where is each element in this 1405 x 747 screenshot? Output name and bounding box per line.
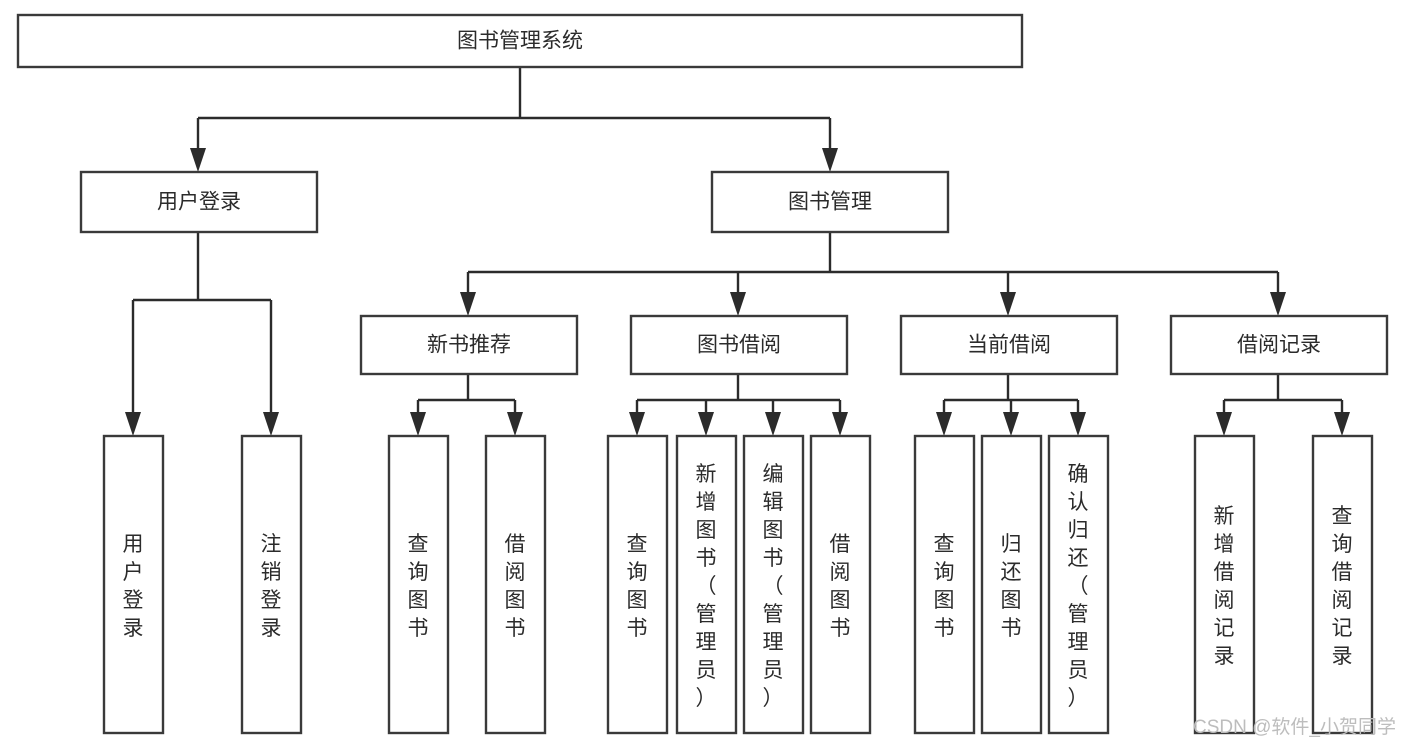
node-leaf-query-book-2-box[interactable] (606, 434, 669, 735)
connector-group-book-borrow (629, 374, 848, 436)
node-leaf-confirm-return-box[interactable] (1047, 434, 1110, 735)
node-leaf-query-record-label: 查询借阅记录 (1332, 505, 1353, 668)
node-leaf-query-book-3[interactable]: 查询图书 (913, 434, 976, 735)
node-current-borrow-label: 当前借阅 (967, 334, 1051, 357)
arrow-cb-leaf-3 (1070, 412, 1086, 436)
node-leaf-query-book-1-label: 查询图书 (408, 533, 429, 640)
node-leaf-query-book-1-box[interactable] (387, 434, 450, 735)
arrow-user-login-leaf-2 (263, 412, 279, 436)
arrow-bm-to-new-book-rec (460, 292, 476, 316)
arrow-nbr-leaf-2 (507, 412, 523, 436)
arrow-br-leaf-1 (1216, 412, 1232, 436)
node-leaf-return-book-label: 归还图书 (1001, 533, 1022, 640)
node-borrow-record-box[interactable] (1169, 314, 1389, 376)
arrow-user-login-leaf-1 (125, 412, 141, 436)
node-new-book-rec-box[interactable] (359, 314, 579, 376)
node-book-borrow-box[interactable] (629, 314, 849, 376)
arrow-root-to-user-login (190, 148, 206, 172)
node-leaf-edit-book-label: 编辑图书（管理员） (763, 463, 784, 710)
connector-group-user-login (125, 232, 279, 436)
node-root-box[interactable] (16, 13, 1024, 69)
node-root-label: 图书管理系统 (457, 30, 583, 53)
node-leaf-user-logout-label: 注销登录 (261, 533, 282, 640)
arrow-nbr-leaf-1 (410, 412, 426, 436)
node-leaf-confirm-return[interactable]: 确认归还（管理员） (1047, 434, 1110, 735)
node-leaf-add-book-label: 新增图书（管理员） (696, 463, 717, 710)
connector-group-borrow-record (1216, 374, 1350, 436)
node-leaf-user-login-label: 用户登录 (123, 533, 144, 640)
node-leaf-edit-book[interactable]: 编辑图书（管理员） (742, 434, 805, 735)
node-leaf-add-record-label: 新增借阅记录 (1214, 505, 1235, 668)
arrow-bm-to-book-borrow (730, 292, 746, 316)
arrow-br-leaf-2 (1334, 412, 1350, 436)
node-leaf-query-book-3-label: 查询图书 (934, 533, 955, 640)
node-leaf-add-record-box[interactable] (1193, 434, 1256, 735)
node-book-manage-label: 图书管理 (788, 191, 872, 214)
node-user-login[interactable]: 用户登录 (79, 170, 319, 234)
connector-group-root (190, 67, 838, 172)
node-new-book-rec-label: 新书推荐 (427, 334, 511, 357)
node-leaf-return-book-box[interactable] (980, 434, 1043, 735)
connector-group-book-manage (460, 232, 1286, 316)
node-leaf-query-record-box[interactable] (1311, 434, 1374, 735)
node-book-manage-box[interactable] (710, 170, 950, 234)
node-leaf-user-logout[interactable]: 注销登录 (240, 434, 303, 735)
node-leaf-edit-book-box[interactable] (742, 434, 805, 735)
node-borrow-record-label: 借阅记录 (1237, 334, 1321, 357)
node-leaf-query-record[interactable]: 查询借阅记录 (1311, 434, 1374, 735)
node-leaf-borrow-book-2-box[interactable] (809, 434, 872, 735)
node-leaf-user-login-box[interactable] (102, 434, 165, 735)
node-book-borrow-label: 图书借阅 (697, 334, 781, 357)
node-root[interactable]: 图书管理系统 (16, 13, 1024, 69)
node-user-login-box[interactable] (79, 170, 319, 234)
arrow-cb-leaf-1 (936, 412, 952, 436)
node-user-login-label: 用户登录 (157, 191, 241, 214)
arrow-cb-leaf-2 (1003, 412, 1019, 436)
arrow-bb-leaf-1 (629, 412, 645, 436)
arrow-bb-leaf-2 (698, 412, 714, 436)
node-current-borrow[interactable]: 当前借阅 (899, 314, 1119, 376)
node-leaf-user-logout-box[interactable] (240, 434, 303, 735)
arrow-bm-to-borrow-record (1270, 292, 1286, 316)
node-book-manage[interactable]: 图书管理 (710, 170, 950, 234)
node-leaf-add-record[interactable]: 新增借阅记录 (1193, 434, 1256, 735)
node-leaf-add-book-box[interactable] (675, 434, 738, 735)
node-leaf-query-book-3-box[interactable] (913, 434, 976, 735)
node-new-book-rec[interactable]: 新书推荐 (359, 314, 579, 376)
node-leaf-query-book-2[interactable]: 查询图书 (606, 434, 669, 735)
node-leaf-borrow-book-1-label: 借阅图书 (505, 533, 526, 640)
node-leaf-return-book[interactable]: 归还图书 (980, 434, 1043, 735)
node-book-borrow[interactable]: 图书借阅 (629, 314, 849, 376)
node-leaf-borrow-book-2-label: 借阅图书 (830, 533, 851, 640)
node-leaf-add-book[interactable]: 新增图书（管理员） (675, 434, 738, 735)
node-leaf-query-book-1[interactable]: 查询图书 (387, 434, 450, 735)
node-current-borrow-box[interactable] (899, 314, 1119, 376)
arrow-root-to-book-manage (822, 148, 838, 172)
node-leaf-confirm-return-label: 确认归还（管理员） (1068, 463, 1089, 710)
connector-group-new-book-rec (410, 374, 523, 436)
arrow-bb-leaf-4 (832, 412, 848, 436)
connector-group-current-borrow (936, 374, 1086, 436)
node-leaf-borrow-book-2[interactable]: 借阅图书 (809, 434, 872, 735)
csdn-watermark: CSDN @软件_小贺同学 (1193, 716, 1396, 738)
node-leaf-borrow-book-1[interactable]: 借阅图书 (484, 434, 547, 735)
node-borrow-record[interactable]: 借阅记录 (1169, 314, 1389, 376)
node-leaf-query-book-2-label: 查询图书 (627, 533, 648, 640)
node-leaf-borrow-book-1-box[interactable] (484, 434, 547, 735)
arrow-bb-leaf-3 (765, 412, 781, 436)
arrow-bm-to-current-borrow (1000, 292, 1016, 316)
node-leaf-user-login[interactable]: 用户登录 (102, 434, 165, 735)
